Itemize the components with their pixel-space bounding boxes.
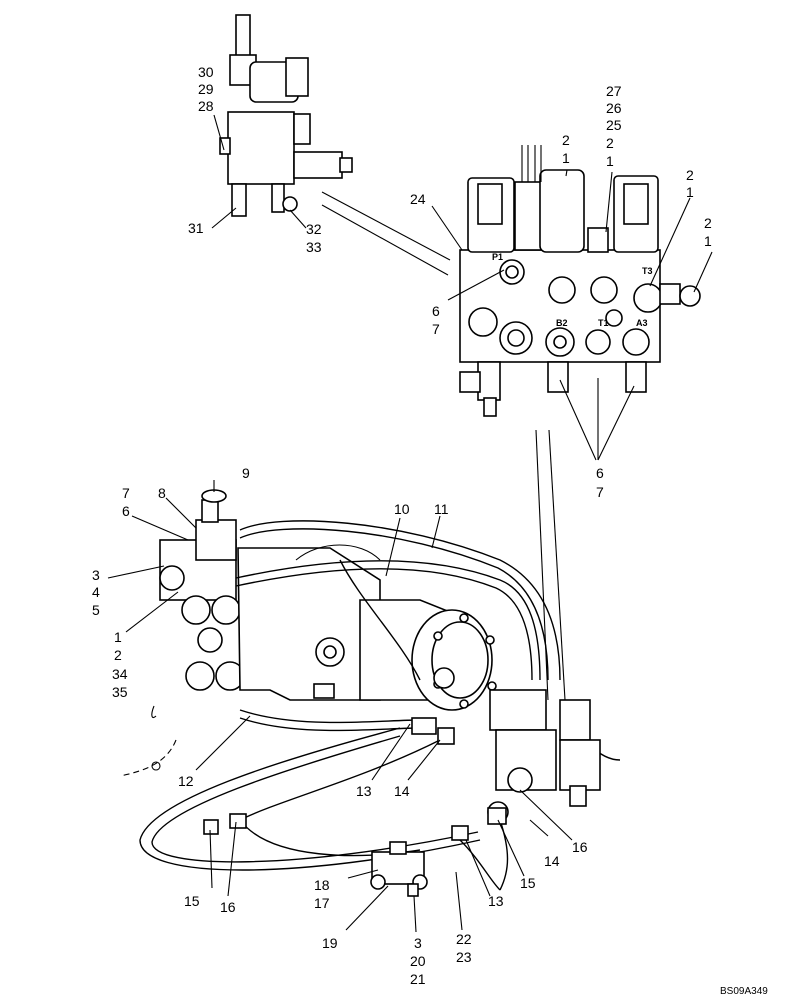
callout-14-right: 14 <box>544 853 560 869</box>
callout-2-pump: 2 <box>114 647 122 663</box>
callout-27: 27 <box>606 83 622 99</box>
callout-35: 35 <box>112 684 128 700</box>
callout-22: 22 <box>456 931 472 947</box>
port-label-b2: B2 <box>556 318 568 328</box>
manifold-block <box>459 145 701 417</box>
bottom-small-valve <box>370 841 428 897</box>
callout-14-mid: 14 <box>394 783 410 799</box>
callout-21: 21 <box>410 971 426 987</box>
callout-34: 34 <box>112 666 128 682</box>
callout-19: 19 <box>322 935 338 951</box>
callout-13-bottom: 13 <box>488 893 504 909</box>
callout-7-bottom: 7 <box>596 484 604 500</box>
callout-24: 24 <box>410 191 426 207</box>
port-label-a3: A3 <box>636 318 648 328</box>
top-left-solenoid-valve <box>219 14 353 217</box>
callout-4-pump: 4 <box>92 584 100 600</box>
lower-valve-block <box>203 689 601 841</box>
callout-9: 9 <box>242 465 250 481</box>
callout-16-left: 16 <box>220 899 236 915</box>
callout-1-top: 1 <box>606 153 614 169</box>
drawing-code: BS09A349 <box>720 986 768 997</box>
callout-13-mid: 13 <box>356 783 372 799</box>
callout-11: 11 <box>434 501 449 517</box>
callout-17: 17 <box>314 895 330 911</box>
callout-31: 31 <box>188 220 204 236</box>
callout-32: 32 <box>306 221 322 237</box>
callout-23: 23 <box>456 949 472 965</box>
callout-15-left: 15 <box>184 893 200 909</box>
callout-20: 20 <box>410 953 426 969</box>
callout-8: 8 <box>158 485 166 501</box>
port-label-p1: P1 <box>492 252 503 262</box>
callout-15-right: 15 <box>520 875 536 891</box>
callout-1-pump: 1 <box>114 629 122 645</box>
callout-2-right-a: 2 <box>686 167 694 183</box>
manifold-leaders <box>431 169 713 701</box>
callout-2-left: 2 <box>562 132 570 148</box>
background-reference-lines <box>119 705 177 777</box>
pump-motor-assembly <box>159 489 497 711</box>
callout-16-right: 16 <box>572 839 588 855</box>
top-left-leaders <box>211 114 451 276</box>
callout-6-port: 6 <box>432 303 440 319</box>
callout-12: 12 <box>178 773 194 789</box>
callout-26: 26 <box>606 100 622 116</box>
callout-7-pump: 7 <box>122 485 130 501</box>
callout-3-pump: 3 <box>92 567 100 583</box>
callout-18: 18 <box>314 877 330 893</box>
port-label-t3: T3 <box>642 266 653 276</box>
callout-2-right-b: 2 <box>704 215 712 231</box>
callout-2-top: 2 <box>606 135 614 151</box>
callout-1-right-a: 1 <box>686 184 694 200</box>
callout-25: 25 <box>606 117 622 133</box>
callout-1-left: 1 <box>562 150 570 166</box>
callout-10: 10 <box>394 501 410 517</box>
callout-3-bottom: 3 <box>414 935 422 951</box>
callout-6-pump: 6 <box>122 503 130 519</box>
callout-30: 30 <box>198 64 214 80</box>
callout-6-bottom: 6 <box>596 465 604 481</box>
callout-5-pump: 5 <box>92 602 100 618</box>
pump-leaders <box>107 480 573 933</box>
callout-1-right-b: 1 <box>704 233 712 249</box>
callout-33: 33 <box>306 239 322 255</box>
port-label-t1: T1 <box>598 318 609 328</box>
callout-28: 28 <box>198 98 214 114</box>
callout-7-port: 7 <box>432 321 440 337</box>
callout-29: 29 <box>198 81 214 97</box>
